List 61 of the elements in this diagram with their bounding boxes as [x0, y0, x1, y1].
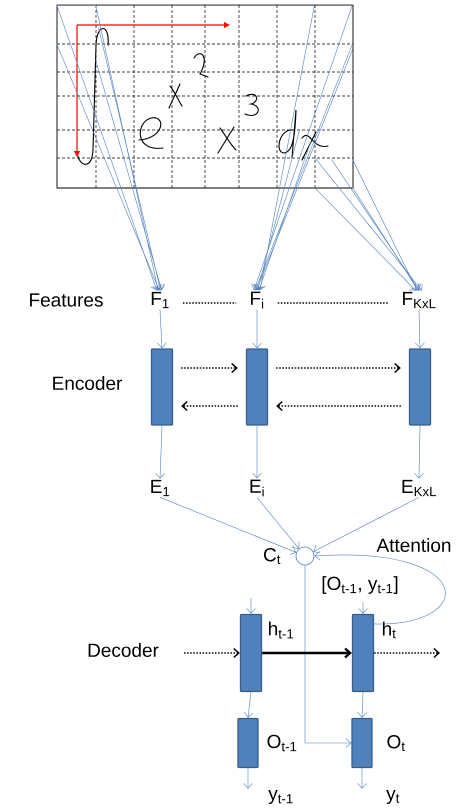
arrow [256, 497, 300, 549]
arrow [415, 309, 425, 348]
variable-label: E$_{i}$ [250, 480, 264, 496]
arrow [155, 425, 165, 479]
arrow [252, 309, 262, 348]
dotted-line [182, 302, 236, 304]
text-label: Decoder [88, 643, 159, 657]
arrow [374, 648, 440, 658]
arrow [331, 159, 421, 291]
variable-label: E$_{1}$ [151, 480, 170, 496]
handwritten-formula-drawing [56, 4, 354, 188]
arrow [314, 550, 446, 624]
arrow [314, 187, 416, 291]
variable-label: h$_{t}$ [382, 622, 396, 638]
arrow [262, 648, 352, 658]
neuron-block [408, 348, 432, 426]
arrow [56, 4, 160, 291]
text-label: Attention [376, 538, 450, 552]
arrow [314, 157, 422, 291]
arrow [357, 768, 367, 789]
arrow [95, 59, 165, 291]
arrow [414, 425, 424, 479]
variable-label: h$_{t-1}$ [269, 621, 294, 639]
arrow [184, 648, 240, 658]
arrow [243, 768, 253, 789]
text-label: Encoder [53, 376, 122, 390]
variable-label: E$_{KxL}$ [402, 480, 436, 496]
variable-label: O$_{t}$ [387, 735, 405, 752]
arrow [252, 425, 262, 478]
arrow [304, 565, 352, 748]
text-label: Features [30, 293, 103, 307]
arrow [276, 362, 401, 374]
arrow [352, 187, 420, 291]
arrow [98, 27, 164, 291]
arrow [358, 602, 368, 614]
variable-label: F$_{i}$ [251, 292, 264, 308]
variable-label: y$_{t}$ [386, 790, 400, 804]
arrow [56, 43, 162, 291]
arrow [160, 497, 296, 555]
arrow [156, 309, 167, 348]
arrow [254, 129, 300, 290]
arrow [357, 692, 367, 718]
variable-label: O$_{t-1}$ [268, 734, 296, 752]
text-label: [O$_{t-1}$, y$_{t-1}$] [322, 576, 398, 594]
arrow [244, 692, 254, 718]
variable-label: C$_{t}$ [264, 548, 280, 564]
arrow [256, 139, 312, 290]
arrow [276, 400, 401, 412]
neuron-block [150, 348, 174, 426]
arrow [313, 497, 420, 554]
neuron-block [246, 348, 268, 426]
arrow [256, 4, 315, 290]
arrow [246, 598, 256, 614]
variable-label: F$_{KxL}$ [403, 292, 436, 308]
dotted-line [278, 302, 388, 304]
arrow [181, 400, 238, 412]
arrow [95, 4, 162, 291]
variable-label: y$_{t-1}$ [268, 790, 293, 804]
variable-label: F$_{1}$ [152, 292, 169, 308]
arrow [352, 159, 420, 291]
arrow [181, 362, 238, 374]
